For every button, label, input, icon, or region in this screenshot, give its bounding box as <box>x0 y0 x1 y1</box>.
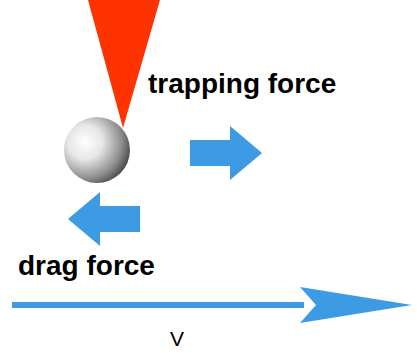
force-label: trapping force <box>148 70 336 98</box>
bead <box>64 117 130 183</box>
velocity-shaft <box>12 302 304 308</box>
force-label: drag force <box>18 252 155 280</box>
velocity-label: V <box>170 328 184 349</box>
drag-arrow <box>68 192 140 246</box>
trapping-arrow <box>190 126 262 180</box>
laser-cone <box>88 0 160 128</box>
velocity-head <box>300 287 412 323</box>
